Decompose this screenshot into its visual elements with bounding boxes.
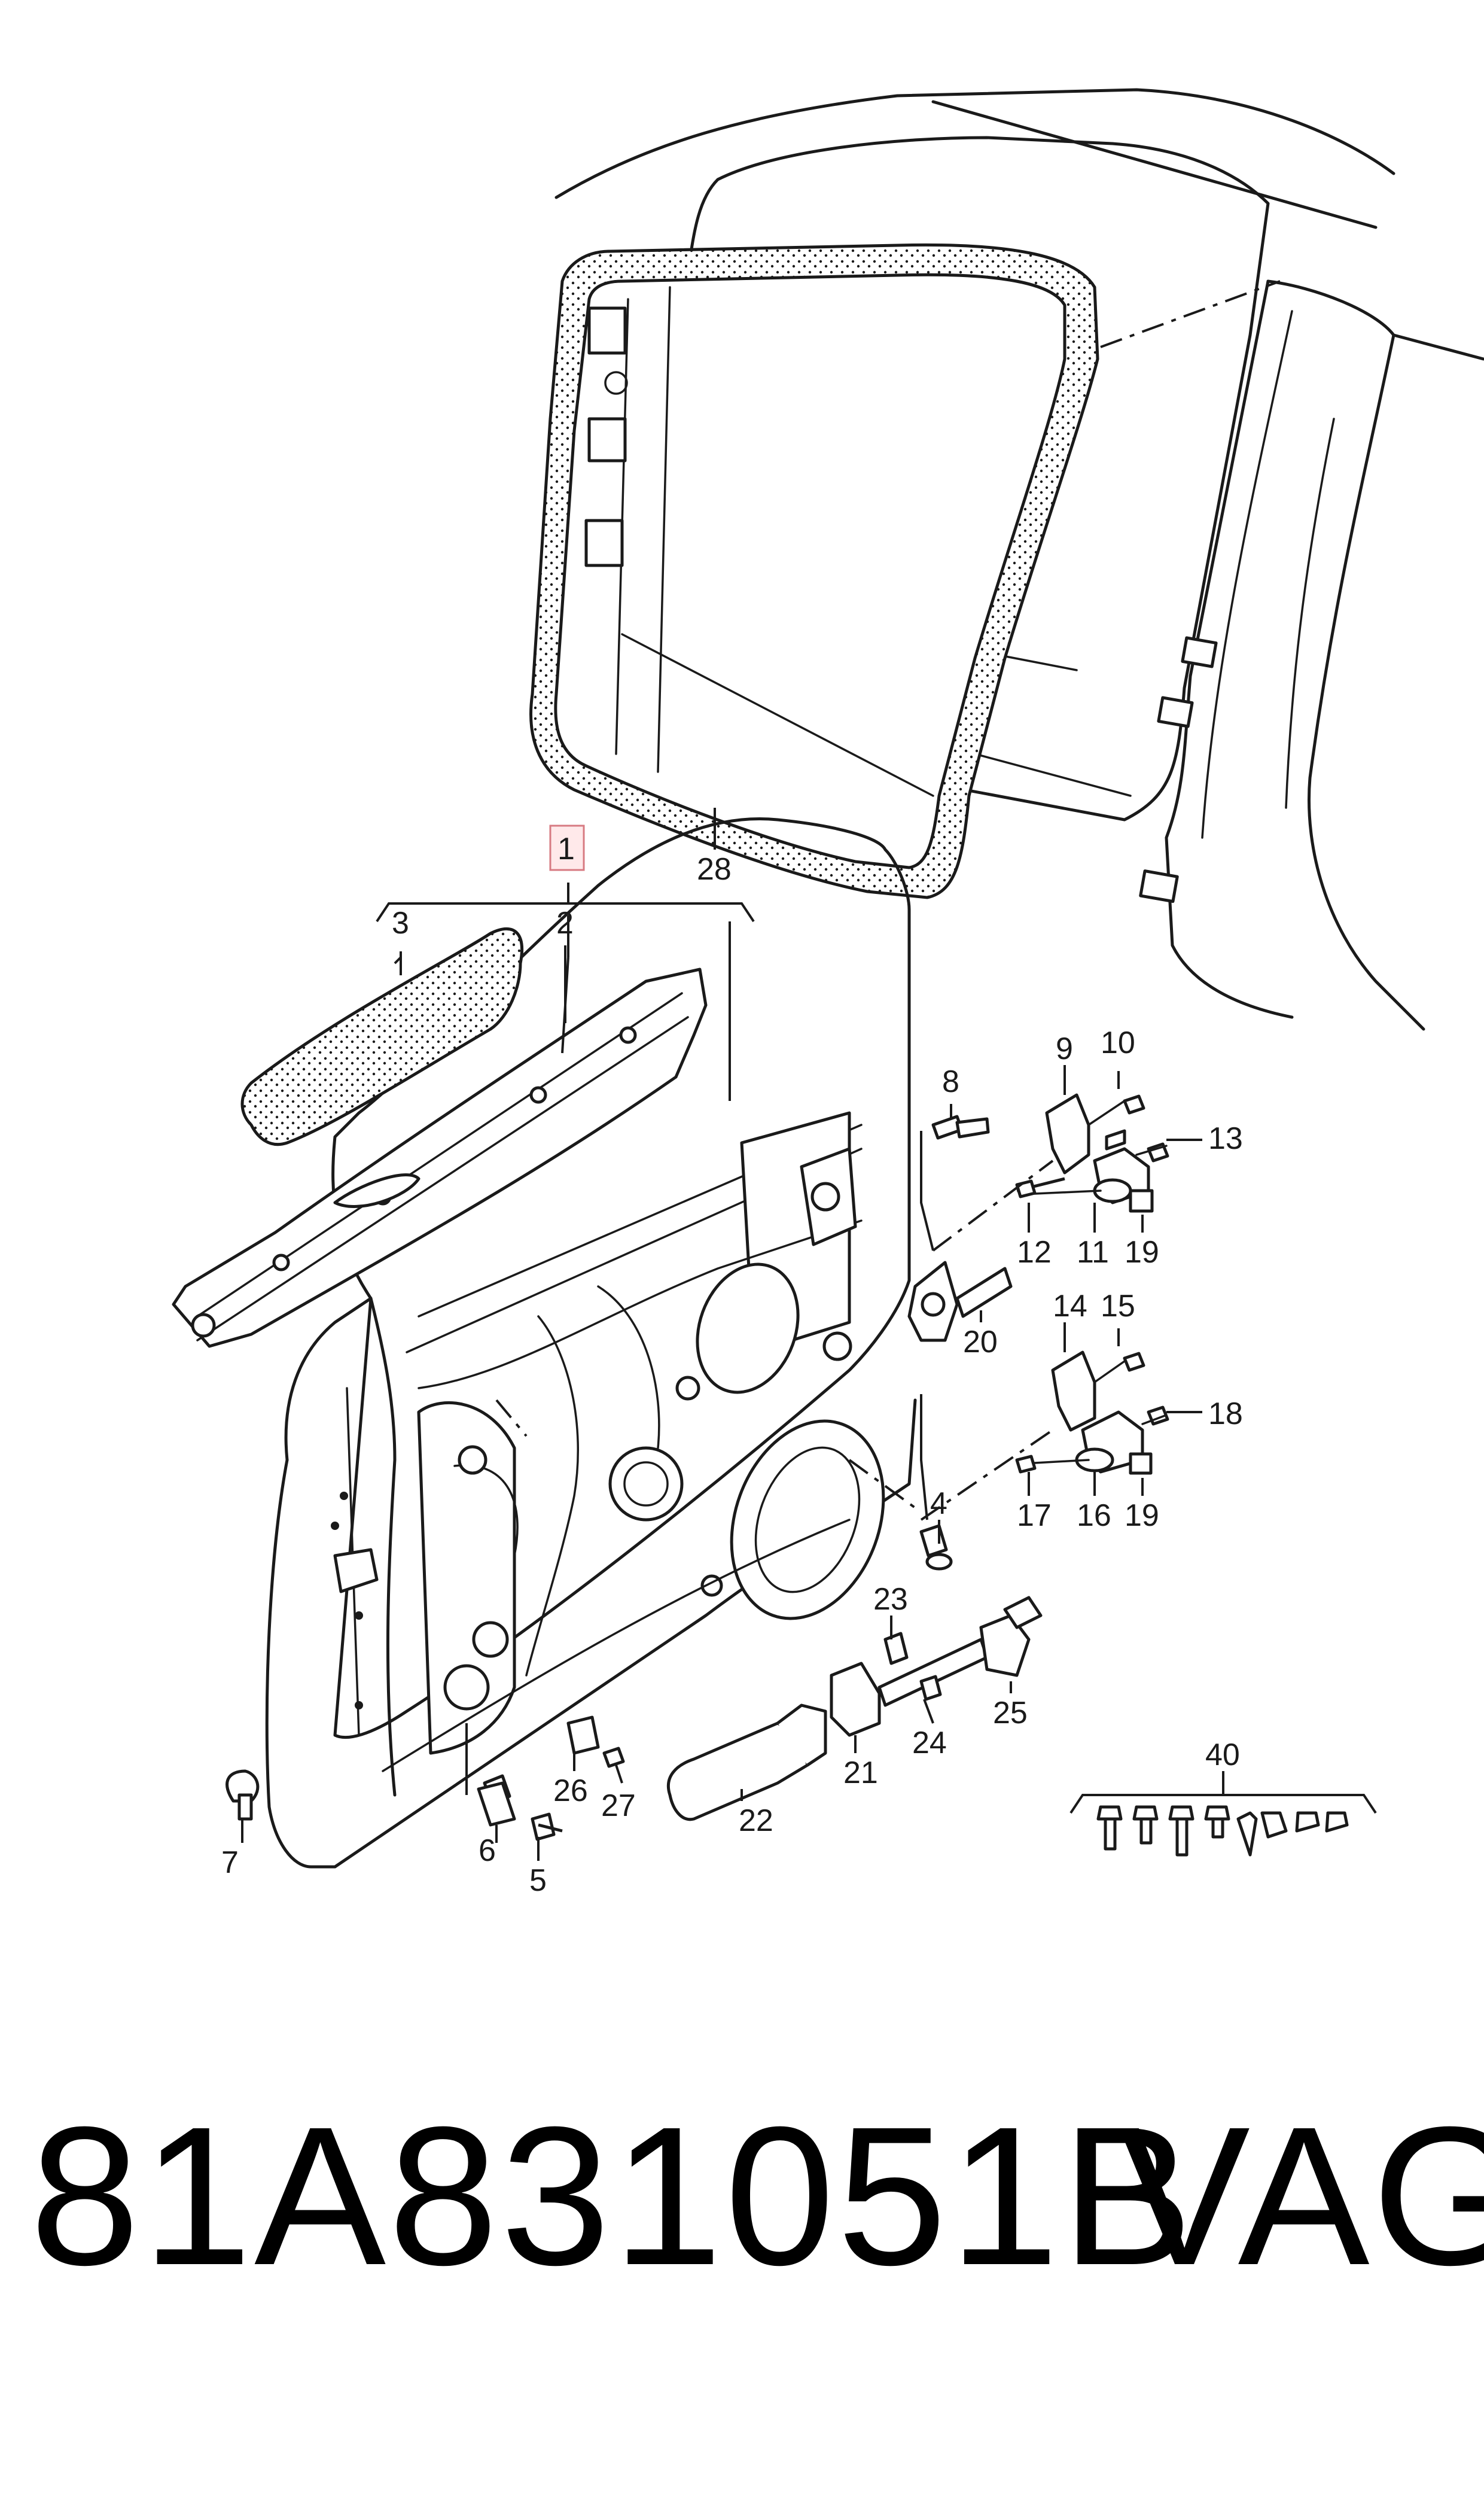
callout-22: 22 bbox=[739, 1803, 773, 1838]
callout-20: 20 bbox=[963, 1325, 998, 1359]
callout-8: 8 bbox=[942, 1064, 959, 1099]
callout-9: 9 bbox=[1056, 1032, 1073, 1066]
part-number: 81A831051B bbox=[30, 2085, 1196, 2306]
door-seal-28 bbox=[529, 243, 1281, 899]
damping-pad-3 bbox=[240, 927, 524, 1146]
callout-labels: 1 2 3 4 5 6 7 8 9 10 11 12 13 14 15 16 1… bbox=[221, 832, 1243, 1898]
reinforcement-2 bbox=[172, 968, 708, 1348]
callout-1-highlight bbox=[549, 825, 585, 871]
callout-19-upper: 19 bbox=[1125, 1235, 1159, 1270]
callout-10: 10 bbox=[1101, 1026, 1135, 1060]
bolt-8 bbox=[931, 1104, 990, 1140]
lower-fasteners bbox=[226, 1715, 625, 1841]
callout-19-lower: 19 bbox=[1125, 1498, 1159, 1533]
callout-2: 2 bbox=[556, 906, 574, 941]
callout-1: 1 bbox=[557, 832, 575, 866]
callout-4: 4 bbox=[930, 1486, 947, 1521]
callout-23: 23 bbox=[873, 1582, 908, 1617]
lower-hinge bbox=[1015, 1350, 1169, 1475]
callout-16: 16 bbox=[1077, 1498, 1111, 1533]
callout-7: 7 bbox=[221, 1845, 239, 1880]
callout-13: 13 bbox=[1208, 1121, 1243, 1156]
brand-name: VAG bbox=[1119, 2085, 1484, 2306]
callout-18: 18 bbox=[1208, 1397, 1243, 1431]
callout-27: 27 bbox=[601, 1788, 636, 1823]
callout-11: 11 bbox=[1077, 1235, 1109, 1270]
bolt-4 bbox=[919, 1524, 953, 1571]
callout-26: 26 bbox=[553, 1773, 588, 1808]
upper-hinge bbox=[1015, 1093, 1169, 1213]
callout-14: 14 bbox=[1053, 1289, 1087, 1324]
fastener-kit-40 bbox=[1069, 1771, 1377, 1857]
callout-24: 24 bbox=[912, 1726, 947, 1760]
striker-20 bbox=[907, 1261, 1013, 1342]
callout-17: 17 bbox=[1017, 1498, 1052, 1533]
body-opening bbox=[554, 88, 1484, 1031]
callout-28: 28 bbox=[697, 852, 732, 887]
leaders bbox=[241, 945, 1202, 1861]
callout-3: 3 bbox=[392, 906, 409, 941]
callout-6: 6 bbox=[479, 1833, 496, 1868]
door-shell bbox=[265, 817, 917, 1869]
callout-40: 40 bbox=[1205, 1738, 1240, 1772]
exploded-parts-diagram: 1 2 3 4 5 6 7 8 9 10 11 12 13 14 15 16 1… bbox=[172, 88, 1484, 1898]
callout-15: 15 bbox=[1101, 1289, 1135, 1324]
callout-25: 25 bbox=[993, 1696, 1028, 1730]
callout-12: 12 bbox=[1017, 1235, 1052, 1270]
callout-5: 5 bbox=[529, 1863, 547, 1898]
assembly-lines bbox=[495, 1131, 1054, 1521]
door-check bbox=[666, 1596, 1043, 1821]
callout-21: 21 bbox=[843, 1756, 878, 1790]
